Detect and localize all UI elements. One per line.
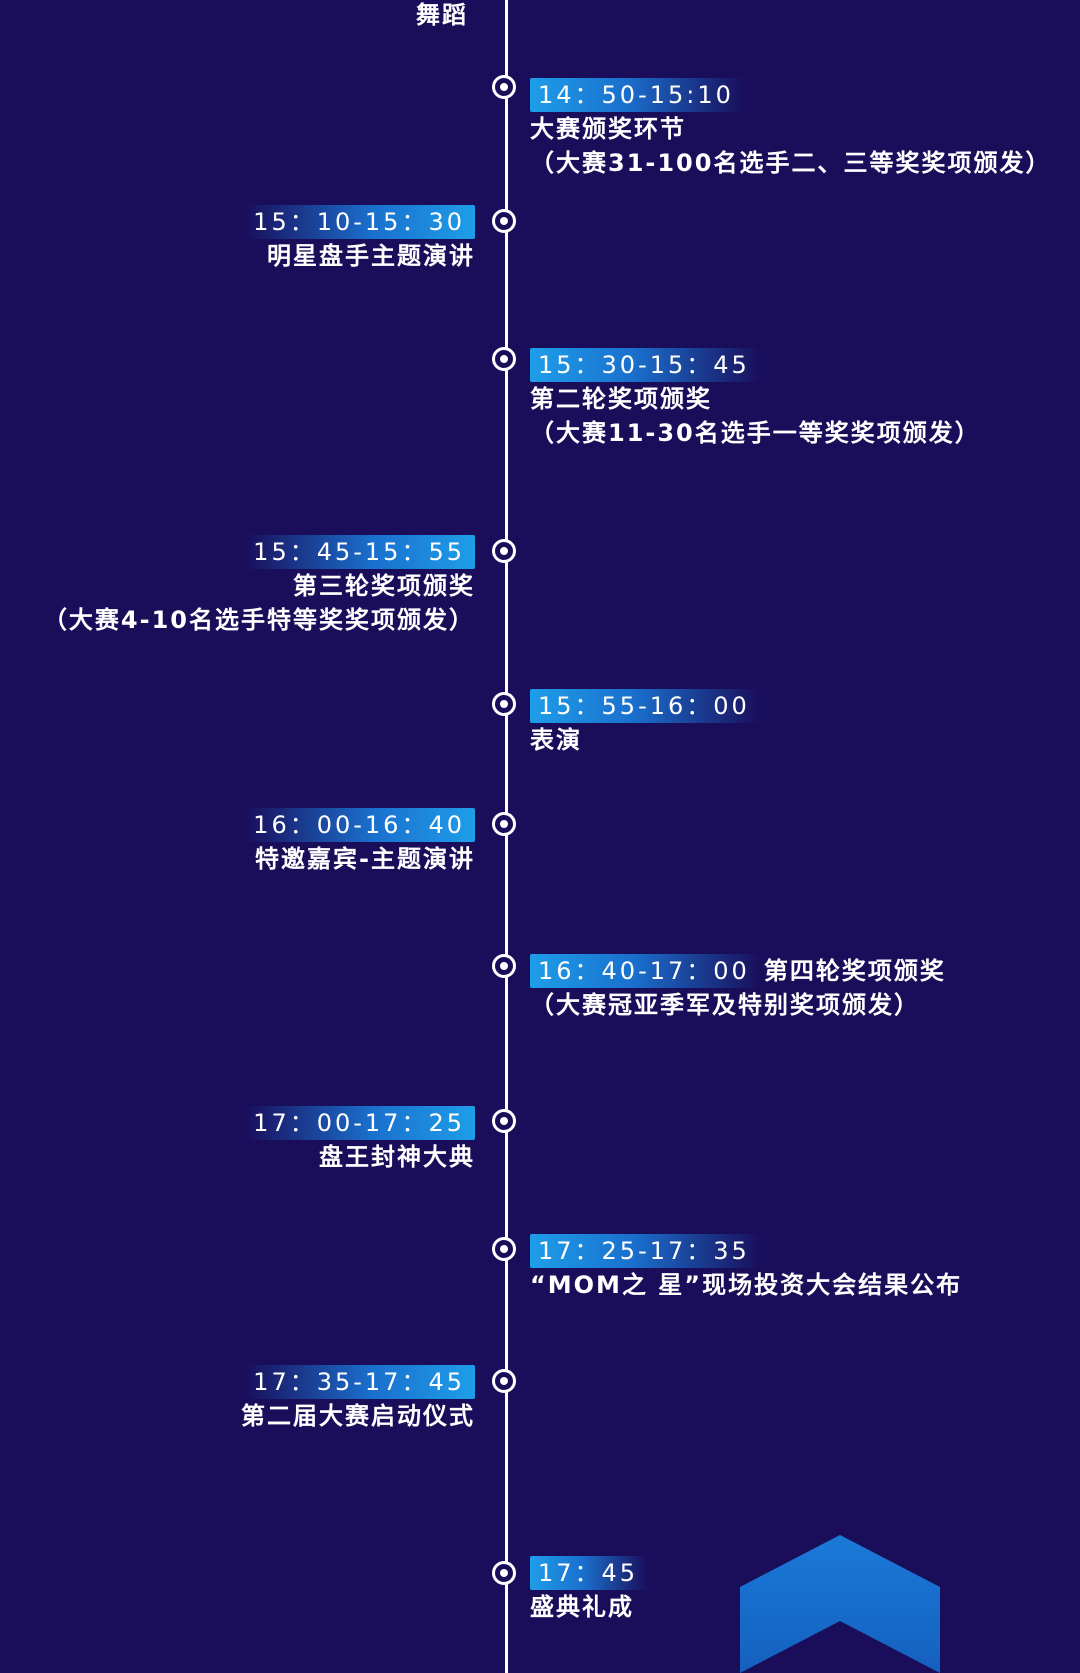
- event-time: 16：00-16：40: [245, 808, 475, 842]
- event-title: 大赛颁奖环节: [530, 115, 686, 143]
- event-title: 第二轮奖项颁奖: [530, 385, 712, 413]
- event-subtitle: （大赛4-10名选手特等奖奖项颁发）: [42, 606, 475, 634]
- event-title: 特邀嘉宾-主题演讲: [255, 845, 475, 873]
- timeline-node: [492, 1561, 516, 1585]
- event-time: 15：30-15：45: [530, 348, 760, 382]
- timeline-node: [492, 347, 516, 371]
- chevron-up-decoration: [740, 1535, 940, 1673]
- event-title: 第二届大赛启动仪式: [241, 1402, 475, 1430]
- timeline-event: 17：00-17：25 盘王封神大典: [245, 1106, 475, 1174]
- timeline-event: 15：30-15：45 第二轮奖项颁奖 （大赛11-30名选手一等奖奖项颁发）: [530, 348, 981, 450]
- timeline-line: [505, 0, 508, 1673]
- event-title: 第三轮奖项颁奖: [293, 572, 475, 600]
- timeline-event: 16：00-16：40 特邀嘉宾-主题演讲: [245, 808, 475, 876]
- timeline-event: 17：25-17：35 “MOM之 星”现场投资大会结果公布: [530, 1234, 962, 1302]
- event-time: 17：45: [530, 1556, 649, 1590]
- event-title: 表演: [530, 726, 582, 754]
- timeline-event: 15：10-15：30 明星盘手主题演讲: [245, 205, 475, 273]
- timeline-node: [492, 75, 516, 99]
- event-title-cut-off: 舞蹈: [416, 1, 468, 29]
- event-subtitle: （大赛31-100名选手二、三等奖奖项颁发）: [530, 149, 1052, 177]
- event-time: 17：25-17：35: [530, 1234, 760, 1268]
- event-subtitle: （大赛冠亚季军及特别奖项颁发）: [530, 991, 920, 1019]
- timeline-node: [492, 1369, 516, 1393]
- event-time: 15：10-15：30: [245, 205, 475, 239]
- timeline-node: [492, 692, 516, 716]
- timeline-event: 17：35-17：45 第二届大赛启动仪式: [241, 1365, 475, 1433]
- event-title: 明星盘手主题演讲: [267, 242, 475, 270]
- event-time: 15：45-15：55: [245, 535, 475, 569]
- event-time: 16：40-17：00: [530, 954, 760, 988]
- timeline-node: [492, 812, 516, 836]
- timeline-event: 15：55-16：00 表演: [530, 689, 760, 757]
- timeline-node: [492, 539, 516, 563]
- event-title: 第四轮奖项颁奖: [763, 957, 946, 985]
- timeline-node: [492, 1237, 516, 1261]
- timeline-node: [492, 1109, 516, 1133]
- timeline-node: [492, 954, 516, 978]
- event-title: “MOM之 星”现场投资大会结果公布: [530, 1271, 963, 1299]
- event-time: 17：35-17：45: [245, 1365, 475, 1399]
- event-title: 盛典礼成: [530, 1593, 634, 1621]
- event-title: 盘王封神大典: [319, 1143, 475, 1171]
- timeline-event: 17：45 盛典礼成: [530, 1556, 649, 1624]
- timeline-event: 15：45-15：55 第三轮奖项颁奖 （大赛4-10名选手特等奖奖项颁发）: [43, 535, 475, 637]
- event-time: 15：55-16：00: [530, 689, 760, 723]
- event-subtitle: （大赛11-30名选手一等奖奖项颁发）: [530, 419, 981, 447]
- timeline-event: 14：50-15:10 大赛颁奖环节 （大赛31-100名选手二、三等奖奖项颁发…: [530, 78, 1051, 180]
- event-time: 14：50-15:10: [530, 78, 744, 112]
- timeline-node: [492, 209, 516, 233]
- event-time: 17：00-17：25: [245, 1106, 475, 1140]
